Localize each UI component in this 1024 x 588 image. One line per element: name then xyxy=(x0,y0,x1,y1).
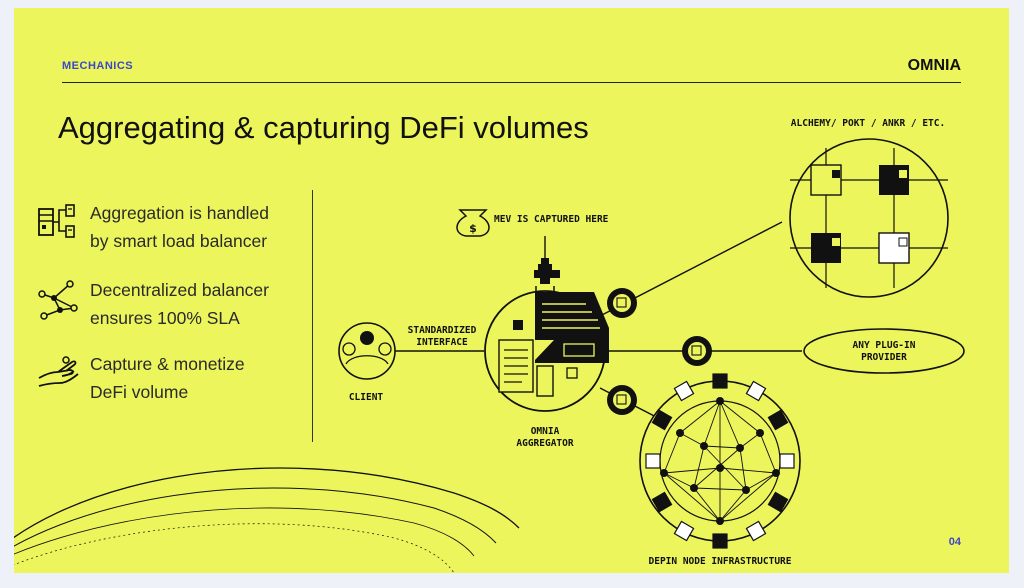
network-nodes-icon xyxy=(38,280,78,320)
aggregator-label-line2: AGGREGATOR xyxy=(516,438,573,449)
decorative-arcs xyxy=(14,467,520,573)
page-title: Aggregating & capturing DeFi volumes xyxy=(58,110,589,145)
connector-badge xyxy=(682,336,712,366)
faucet-icon xyxy=(534,258,560,292)
architecture-diagram: CLIENT STANDARDIZED INTERFACE OMNIA AGGR… xyxy=(14,118,965,573)
plugin-label-line2: PROVIDER xyxy=(861,352,907,363)
bullet-decentralized: Decentralized balancer ensures 100% SLA xyxy=(36,278,306,338)
bullet-capture: Capture & monetize DeFi volume xyxy=(36,352,306,412)
slide: MECHANICS OMNIA Aggregating & capturing … xyxy=(14,8,1009,573)
bullet-line: Decentralized balancer xyxy=(90,280,269,300)
bullet-line: Aggregation is handled xyxy=(90,203,270,223)
mev-label: MEV IS CAPTURED HERE xyxy=(494,214,609,225)
depin-node xyxy=(639,373,801,549)
vertical-divider xyxy=(312,190,313,442)
section-label: MECHANICS xyxy=(62,60,134,72)
bullet-line: by smart load balancer xyxy=(90,231,268,251)
money-bag-icon: $ xyxy=(456,209,490,237)
client-label: CLIENT xyxy=(349,392,384,403)
interface-label-line2: INTERFACE xyxy=(416,337,468,348)
providers-label: ALCHEMY/ POKT / ANKR / ETC. xyxy=(791,118,945,129)
connector-badge xyxy=(607,288,637,318)
bullet-line: ensures 100% SLA xyxy=(90,308,240,328)
plugin-provider-node xyxy=(803,328,965,374)
depin-label: DEPIN NODE INFRASTRUCTURE xyxy=(649,556,792,567)
connector-badge xyxy=(607,385,637,415)
client-node xyxy=(338,322,396,380)
aggregator-node xyxy=(484,290,609,412)
svg-text:$: $ xyxy=(469,222,477,235)
brand-logo: OMNIA xyxy=(907,57,961,74)
providers-node xyxy=(789,138,949,298)
bullet-aggregation: Aggregation is handled by smart load bal… xyxy=(36,201,306,261)
bullet-line: DeFi volume xyxy=(90,382,189,402)
plugin-label-line1: ANY PLUG-IN xyxy=(853,340,916,351)
server-balancer-icon xyxy=(38,204,75,238)
page-number: 04 xyxy=(948,536,961,548)
bullet-line: Capture & monetize xyxy=(90,354,245,374)
aggregator-label-line1: OMNIA xyxy=(531,426,560,437)
header-divider xyxy=(62,82,961,83)
hand-capture-icon xyxy=(38,356,79,387)
interface-label-line1: STANDARDIZED xyxy=(408,325,477,336)
